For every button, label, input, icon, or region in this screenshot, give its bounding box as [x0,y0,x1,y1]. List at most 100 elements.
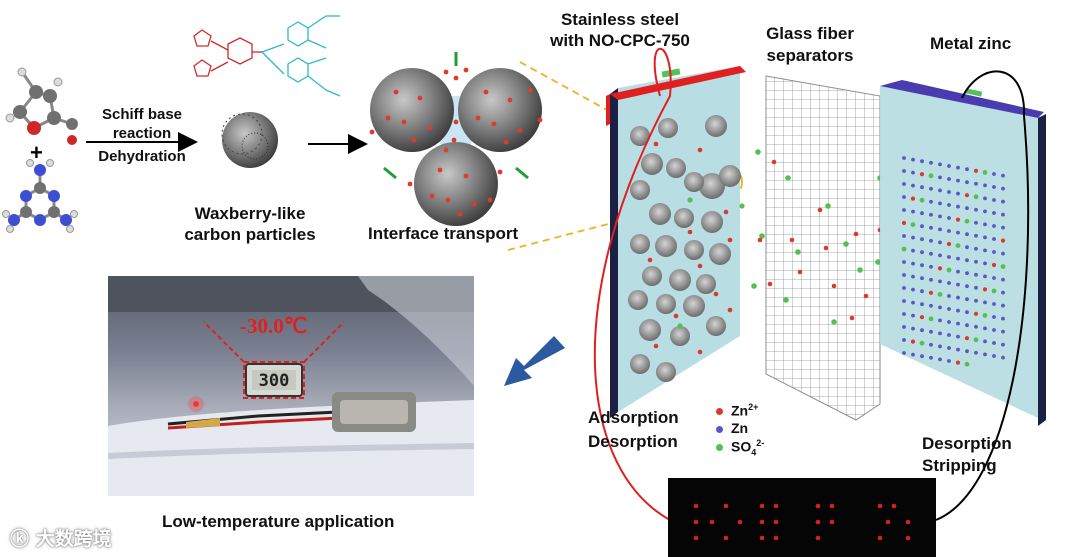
zinc-panel-dot [937,266,943,271]
stainless-steel-label-1: Stainless steel [560,10,680,29]
zinc-panel-dot [902,169,906,173]
zinc-panel-dot [920,289,924,294]
zinc-panel-dot [911,326,915,331]
legend-zn: Zn [716,420,748,436]
zinc-panel-dot [920,302,924,307]
zinc-panel-dot [973,168,979,173]
zinc-panel-dot [983,196,987,201]
zinc-panel-dot [901,220,907,226]
zinc-panel-dot [938,357,942,362]
zinc-panel-dot [920,185,924,190]
zinc-panel-dot [938,279,942,284]
zinc-panel-dot [910,196,916,201]
zinc-panel-dot [964,193,970,198]
watermark-logo: ⓚ 大数跨境 [10,524,112,551]
zinc-panel-dot [929,199,933,204]
zinc-panel-dot [956,282,960,287]
zinc-panel-dot [928,316,934,322]
zinc-panel-dot [902,195,906,199]
zinc-panel-dot [919,172,925,177]
zinc-panel-dot [992,237,996,241]
zinc-panel-dot [902,312,906,316]
zinc-panel-dot [992,302,996,306]
led-segments [693,503,911,541]
application-arrow [504,336,565,386]
zinc-panel-dot [965,323,969,328]
zinc-panel-dot [974,246,978,251]
zinc-panel-dot [992,276,996,280]
zinc-panel-dot [929,238,933,243]
zinc-panel-dot [1001,251,1005,256]
zinc-panel-dot [946,241,952,247]
zinc-panel-dot [992,185,996,189]
zinc-panel-dot [974,233,978,238]
zinc-panel-dot [1001,225,1005,230]
zinc-panel-dot [1000,264,1006,269]
zinc-panel-dot [992,224,996,228]
zinc-panel-dot [920,276,924,281]
so4-dot-icon [716,444,723,452]
zinc-panel-dot [911,235,915,240]
zinc-panel-dot [901,246,907,252]
zinc-panel-dot [920,211,924,216]
zinc-panel-dot [983,222,987,227]
zinc-panel-dot [920,159,924,164]
schiff-base-label-1: Schiff base [101,106,183,123]
zinc-panel-dot [947,255,951,259]
zinc-panel-dot [902,234,906,238]
zinc-panel-dot [929,277,933,282]
zinc-panel-dot [974,181,978,186]
zinc-panel-dot [947,164,951,168]
black-wire [935,70,1030,521]
zinc-panel-dot [1001,173,1005,178]
zinc-panel-dot [974,324,978,329]
zinc-panel-dot [902,351,906,355]
melamine-molecule [2,159,78,233]
zinc-panel-dot [974,220,978,225]
low-temperature-label: Low-temperature application [162,512,395,531]
zinc-panel-dot [946,267,952,273]
zn2plus-dot-icon [716,408,723,416]
zinc-panel-dot [911,170,915,175]
zinc-panel-dot [983,235,987,240]
zinc-panel-dot [938,253,942,258]
zinc-panel-dot [911,209,915,214]
zinc-panel-dot [947,307,951,311]
legend-zn2plus: Zn2+ [716,402,758,419]
zinc-panel-dot [964,361,970,367]
zinc-panel-dot [983,352,987,357]
zinc-panel-dot [973,337,979,343]
zinc-panel-dot [965,232,969,237]
zinc-panel-dot [1001,342,1005,347]
zinc-panel-dot [991,262,997,268]
zinc-panel-dot [1001,290,1005,295]
zinc-panel-dot [911,183,915,188]
zinc-panel-dot [974,285,978,290]
zinc-panel-dot [919,315,925,320]
zinc-panel-dot [938,214,942,219]
temperature-label: -30.0℃ [240,314,308,338]
zinc-panel-dot [991,288,997,294]
zinc-panel-dot [938,188,942,193]
zinc-panel-dot [965,297,969,302]
zinc-panel-dot [973,311,979,316]
green-flow-arrows [383,52,529,180]
zinc-panel-dot [956,334,960,339]
zinc-panel-dot [947,333,951,337]
zinc-panel-dot [911,274,915,279]
zinc-panel-dot [965,284,969,289]
led-display [668,478,936,557]
zinc-panel-dot [947,294,951,298]
zinc-panel-dot [902,273,906,277]
zinc-panel-dot [947,320,951,324]
red-wire [593,47,672,521]
zinc-panel-dot [929,303,933,308]
plus-sign: + [30,140,43,165]
zinc-panel-dot [938,201,942,206]
zinc-panel-dot [938,344,942,349]
metal-zinc-electrode [880,80,1046,426]
zinc-panel-dot [955,217,961,222]
zinc-panel-dot [983,248,987,253]
stripping-label: Stripping [922,456,997,475]
